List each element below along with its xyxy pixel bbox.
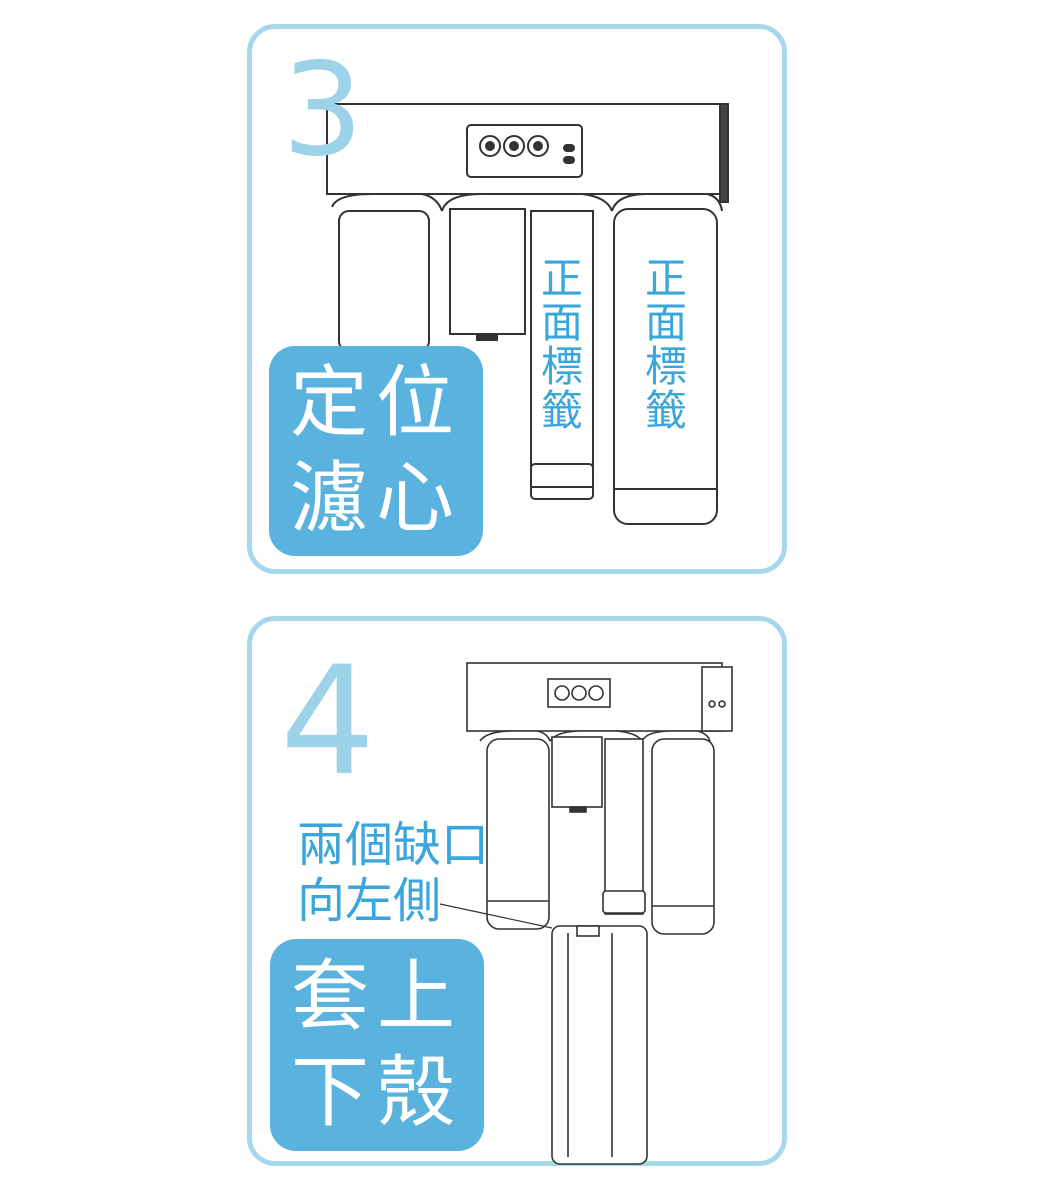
- title-line: 濾心: [289, 454, 462, 544]
- step-title-box: 套上 下殼: [270, 939, 484, 1151]
- filter-cartridge-icon: [530, 210, 594, 467]
- water-purifier-illustration: [326, 103, 729, 525]
- water-purifier-illustration: [439, 662, 733, 1165]
- filter-cartridge-icon: [486, 738, 550, 930]
- step-title-box: 定位 濾心: [269, 346, 483, 556]
- step-3-card: 3 正 面 標 籤 正 面 標 籤 定位 濾心: [247, 24, 787, 574]
- title-line: 定位: [289, 358, 462, 448]
- filter-cartridge-icon: [551, 736, 603, 808]
- note-line: 向左側: [297, 873, 442, 929]
- step-number: 4: [280, 635, 376, 809]
- housing-shell-icon: [551, 925, 648, 1165]
- front-label-outer: 正 面 標 籤: [644, 254, 687, 435]
- step-number: 3: [282, 36, 364, 185]
- title-line: 下殼: [290, 1048, 463, 1138]
- notch-instruction: 兩個缺口 向左側: [297, 817, 489, 929]
- step-4-card: 4 兩個缺口 向左側 套上 下殼: [247, 616, 787, 1166]
- filter-cartridge-icon: [449, 208, 526, 335]
- filter-cartridge-icon: [604, 738, 644, 915]
- note-line: 兩個缺口: [297, 817, 490, 873]
- filter-cartridge-icon: [338, 210, 430, 352]
- filter-cartridge-icon: [651, 738, 715, 935]
- filter-cartridge-icon: [613, 208, 718, 525]
- title-line: 套上: [290, 952, 463, 1042]
- front-label-inner: 正 面 標 籤: [540, 254, 583, 435]
